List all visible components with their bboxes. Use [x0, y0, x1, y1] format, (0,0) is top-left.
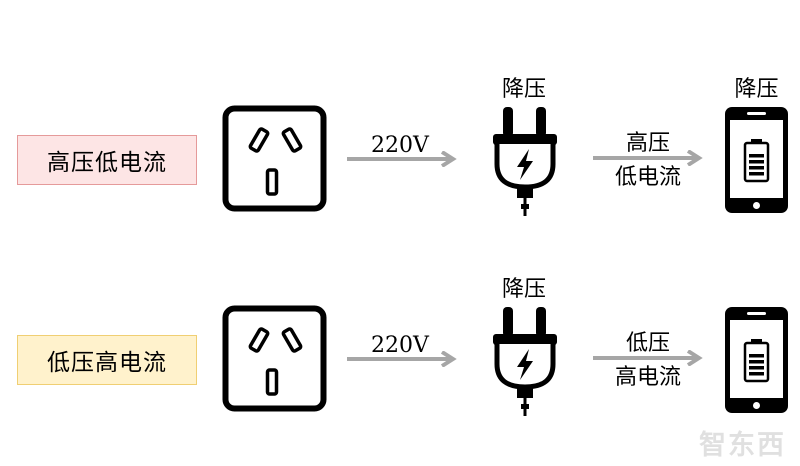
- phone-icon: [725, 307, 788, 413]
- battery-icon: [743, 339, 770, 383]
- watermark-logo: 智东西: [699, 430, 786, 461]
- socket-icon: [222, 105, 327, 212]
- input-voltage-label: 220V: [371, 133, 429, 158]
- row-label-box: 高压低电流: [17, 135, 197, 185]
- output-arrow: 高压 低电流: [593, 133, 703, 191]
- lightning-icon: [517, 149, 533, 180]
- row-low-voltage: 低压高电流 220V 降压: [0, 200, 800, 420]
- phone-caption: 降压: [734, 77, 779, 102]
- arrow-right-icon: [347, 151, 457, 167]
- plug-icon: [493, 307, 557, 416]
- row-label-box: 低压高电流: [17, 335, 197, 385]
- arrow-right-icon: [593, 350, 703, 366]
- output-voltage-label: 高压: [625, 131, 670, 156]
- output-arrow: 低压 高电流: [593, 333, 703, 391]
- input-arrow: 220V: [347, 135, 457, 169]
- phone-icon: [725, 107, 788, 213]
- output-current-label: 低电流: [614, 165, 681, 190]
- input-voltage-label: 220V: [371, 333, 429, 358]
- arrow-right-icon: [347, 351, 457, 367]
- plug-caption: 降压: [501, 277, 546, 302]
- output-voltage-label: 低压: [625, 331, 670, 356]
- input-arrow: 220V: [347, 335, 457, 369]
- output-current-label: 高电流: [614, 365, 681, 390]
- battery-icon: [743, 139, 770, 183]
- lightning-icon: [517, 349, 533, 380]
- plug-icon: [493, 107, 557, 216]
- socket-icon: [222, 305, 327, 412]
- plug-caption: 降压: [501, 77, 546, 102]
- row-high-voltage: 高压低电流 220V 降压: [0, 0, 800, 220]
- arrow-right-icon: [593, 150, 703, 166]
